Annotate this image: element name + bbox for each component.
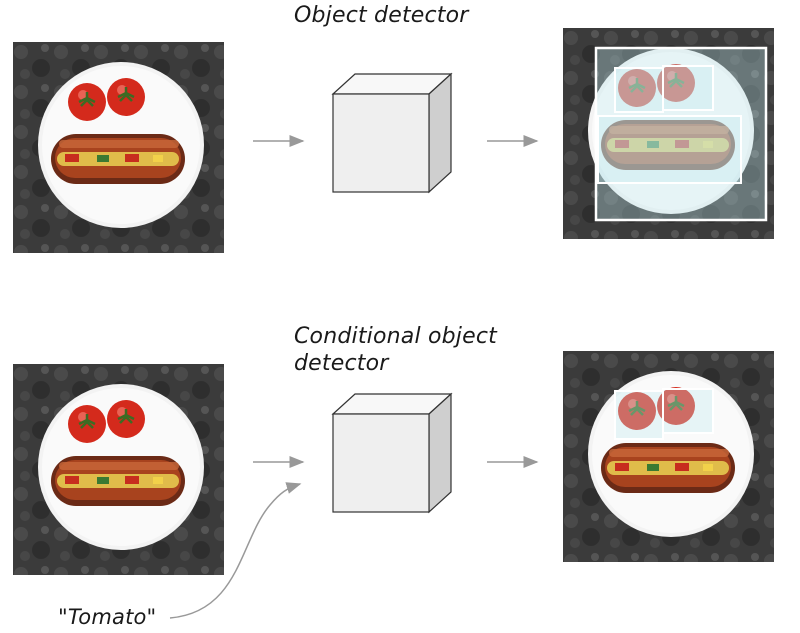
detection-box-tomato-2: [662, 65, 714, 111]
conditional-detector-title-line-1: Conditional object: [294, 324, 497, 349]
conditional-detector-title-line-2: detector: [294, 351, 389, 376]
detection-box-tomato-2: [662, 388, 714, 434]
conditional-detector-cube: [332, 393, 452, 513]
arrow-prompt-to-detector: [169, 482, 302, 619]
detection-box-tomato-1: [614, 390, 664, 440]
detection-box-tomato-1: [614, 67, 664, 113]
detection-box-hotdog: [597, 115, 742, 184]
detector-cube-row-1: [332, 73, 452, 193]
output-image-row-2: [561, 349, 776, 564]
detection-box-plate: [594, 46, 768, 222]
input-image-row-2: [11, 362, 226, 577]
input-image-row-1: [11, 40, 226, 255]
object-detector-title: Object detector: [294, 3, 469, 28]
text-prompt: "Tomato": [58, 605, 157, 629]
output-image-row-1: [561, 26, 776, 241]
